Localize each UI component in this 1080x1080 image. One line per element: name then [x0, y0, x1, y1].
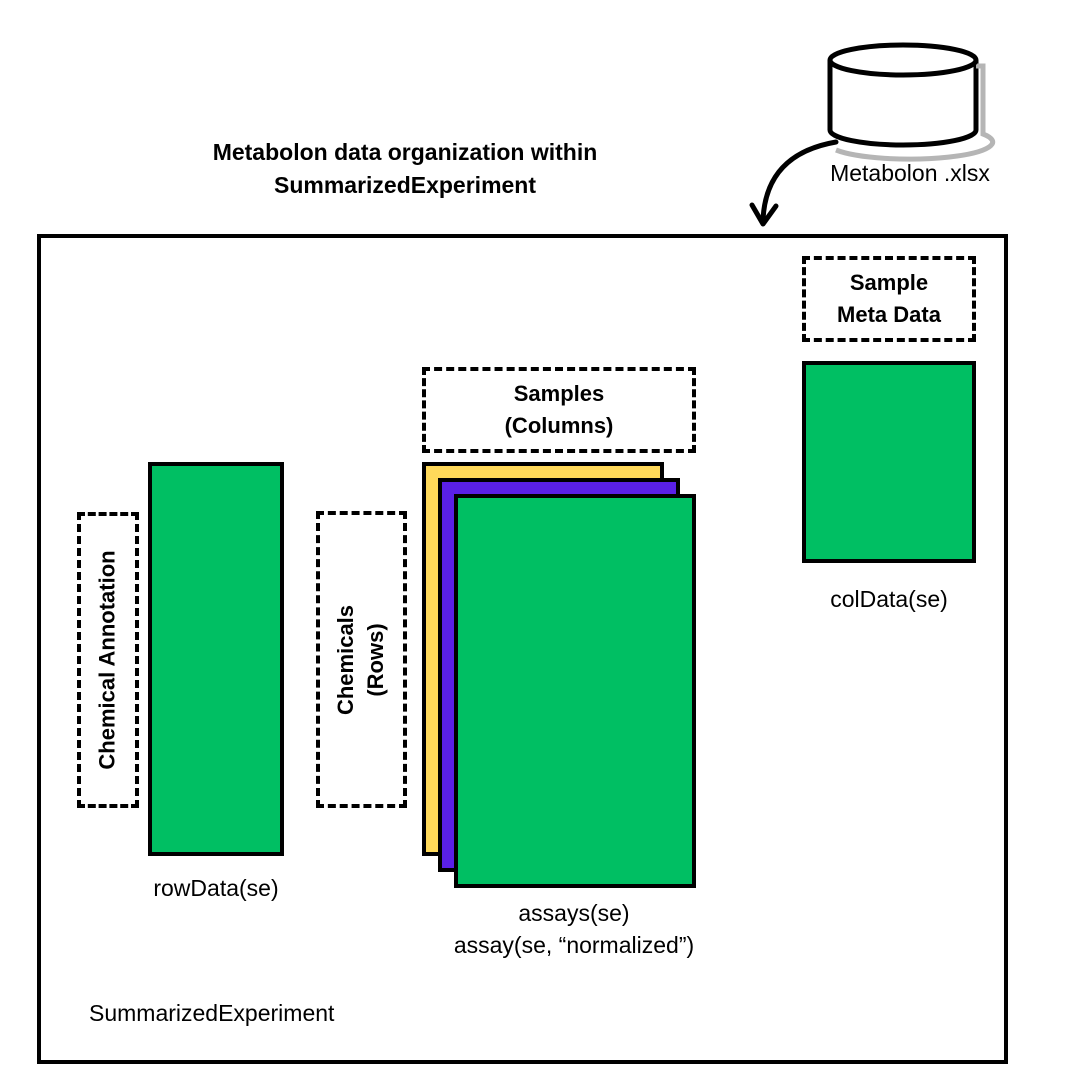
- source-file-label: Metabolon .xlsx: [830, 160, 990, 186]
- samples-columns-line2: (Columns): [504, 413, 614, 438]
- chemicals-rows-label: Chemicals (Rows): [333, 604, 389, 715]
- sample-meta-data-box: Sample Meta Data: [802, 256, 976, 342]
- curved-arrow-icon: [749, 139, 839, 227]
- chemicals-rows-box: Chemicals (Rows): [316, 511, 407, 808]
- row-data-caption: rowData(se): [153, 875, 279, 901]
- diagram-title-line2: SummarizedExperiment: [273, 172, 537, 198]
- source-graphics: [749, 42, 996, 227]
- assays-caption: assays(se) assay(se, “normalized”): [404, 897, 744, 961]
- col-data-block: [802, 361, 976, 563]
- diagram-title-line1: Metabolon data organization within: [212, 139, 598, 165]
- col-data-caption: colData(se): [830, 586, 948, 612]
- diagram-title: Metabolon data organization within Summa…: [150, 136, 660, 202]
- samples-columns-line1: Samples: [513, 381, 605, 406]
- chemical-annotation-label: Chemical Annotation: [95, 550, 121, 770]
- row-data-block: [148, 462, 284, 856]
- assay-layer-green: [454, 494, 696, 888]
- container-label: SummarizedExperiment: [89, 1000, 335, 1026]
- assays-caption-line2: assay(se, “normalized”): [453, 932, 695, 958]
- database-cylinder-icon: [827, 42, 996, 162]
- chemical-annotation-box: Chemical Annotation: [77, 512, 139, 808]
- summarized-experiment-box: [37, 234, 1008, 1064]
- samples-columns-box: Samples (Columns): [422, 367, 696, 453]
- sample-meta-data-line2: Meta Data: [837, 302, 941, 327]
- assays-caption-line1: assays(se): [518, 900, 630, 926]
- sample-meta-data-line1: Sample: [849, 270, 929, 295]
